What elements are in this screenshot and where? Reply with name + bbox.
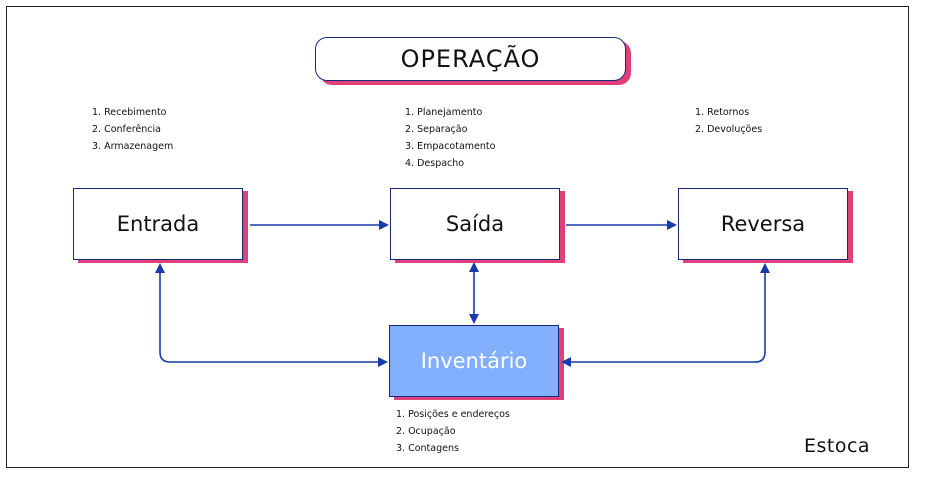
entrada-step: 2. Conferência (92, 124, 161, 135)
saida-step: 4. Despacho (405, 158, 465, 169)
arrow-entrada-inventario (155, 263, 388, 367)
inventario-node: Inventário (389, 325, 559, 397)
diagram-title: OPERAÇÃO (315, 37, 626, 81)
reversa-node: Reversa (678, 188, 848, 260)
entrada-steps-list: 1. Recebimento 2. Conferência 3. Armazen… (92, 104, 173, 155)
reversa-step: 1. Retornos (695, 107, 750, 118)
brand-logo: Estoca (804, 435, 871, 457)
inventario-step: 3. Contagens (396, 443, 459, 454)
inventario-step: 1. Posições e endereços (396, 409, 510, 420)
saida-step: 1. Planejamento (405, 107, 483, 118)
saida-step: 3. Empacotamento (405, 141, 496, 152)
saida-steps-list: 1. Planejamento 2. Separação 3. Empacota… (405, 104, 495, 172)
inventario-step: 2. Ocupação (396, 426, 456, 437)
saida-node: Saída (390, 188, 560, 260)
entrada-node: Entrada (73, 188, 243, 260)
arrow-reversa-inventario (561, 263, 770, 367)
reversa-step: 2. Devoluções (695, 124, 763, 135)
saida-step: 2. Separação (405, 124, 468, 135)
reversa-steps-list: 1. Retornos 2. Devoluções (695, 104, 762, 138)
entrada-step: 3. Armazenagem (92, 141, 174, 152)
entrada-step: 1. Recebimento (92, 107, 167, 118)
inventario-steps-list: 1. Posições e endereços 2. Ocupação 3. C… (396, 406, 510, 457)
